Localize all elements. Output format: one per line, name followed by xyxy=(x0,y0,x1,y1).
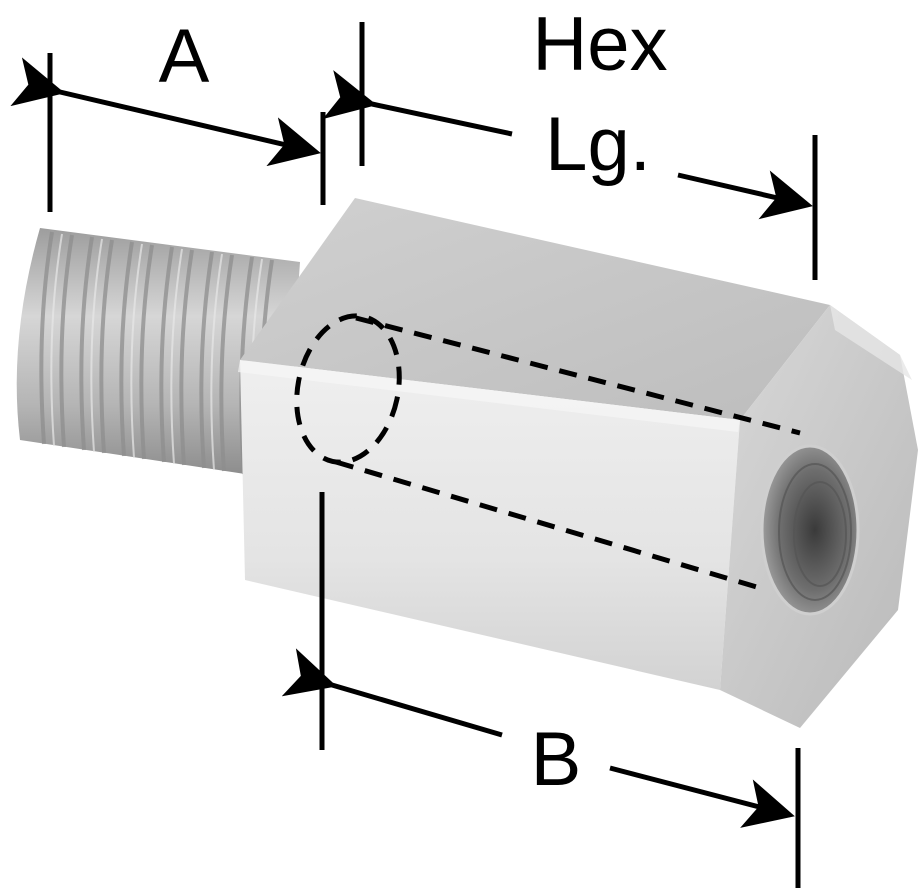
dimension-hex-arrow-left xyxy=(322,70,513,137)
dimension-b xyxy=(281,492,801,888)
dimension-a xyxy=(10,53,326,212)
hex-body xyxy=(238,198,918,728)
hex-top-face xyxy=(240,198,830,420)
dimension-hex-length xyxy=(322,22,818,280)
dimension-b-arrow-right xyxy=(609,765,795,828)
dimension-a-label: A xyxy=(159,14,210,99)
dimension-lg-label: Lg. xyxy=(545,102,651,187)
dimension-a-arrow xyxy=(10,57,321,167)
dimension-b-arrow-left xyxy=(281,648,503,738)
dimension-b-label: B xyxy=(531,717,582,802)
hidden-bore-outline xyxy=(294,313,801,591)
dimension-hex-arrow-right xyxy=(677,170,813,220)
dimension-hex-label: Hex xyxy=(532,2,667,87)
hex-front-face xyxy=(240,360,740,690)
